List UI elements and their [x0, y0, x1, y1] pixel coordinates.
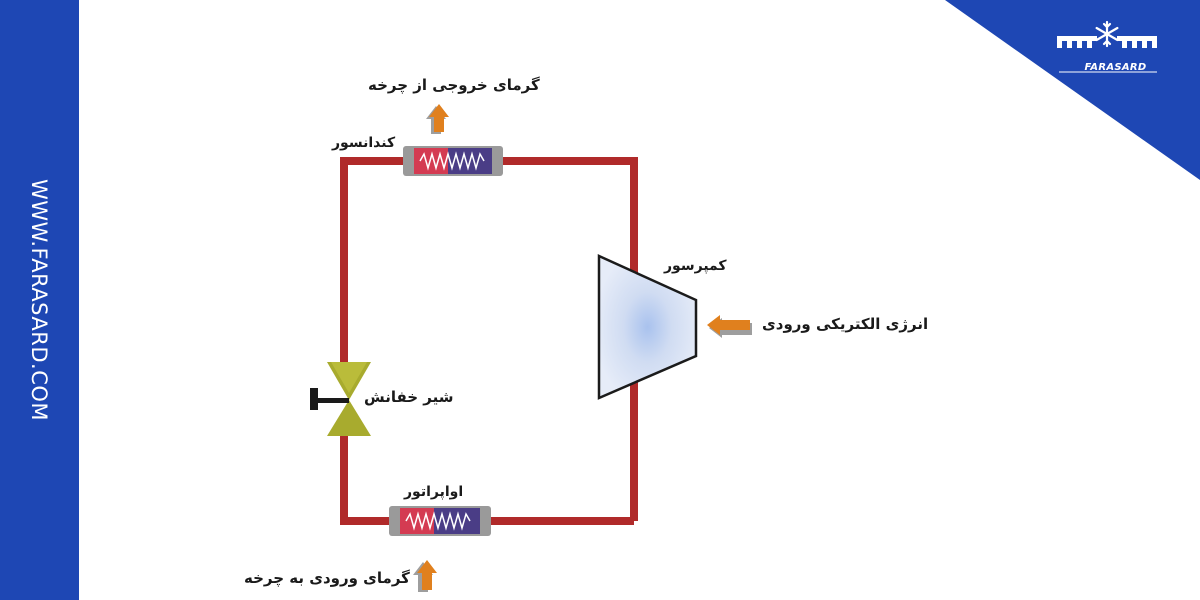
left-brand-band: [0, 0, 79, 600]
expansion-valve: [310, 362, 371, 436]
heat-in-label: گرمای ورودی به چرخه: [244, 569, 410, 587]
logo-wordmark: FARASARD: [1084, 62, 1147, 73]
expansion-valve-label: شیر خفانش: [364, 388, 454, 406]
compressor: [597, 254, 698, 400]
condenser-label: کندانسور: [332, 135, 396, 151]
heat-out-arrow-icon: [426, 104, 449, 134]
condenser: [403, 146, 503, 176]
heat-in-arrow-icon: [413, 560, 437, 592]
compressor-label: کمپرسور: [664, 258, 727, 274]
electric-energy-arrow-icon: [707, 315, 752, 338]
farasard-logo-icon: [1057, 20, 1157, 73]
evaporator-label: اواپراتور: [404, 484, 464, 500]
electric-energy-label: انرژی الکتریکی ورودی: [762, 315, 929, 333]
corner-brand-triangle: [945, 0, 1200, 180]
refrigerant-pipes: [340, 157, 638, 525]
evaporator: [389, 506, 491, 536]
heat-out-label: گرمای خروجی از چرخه: [368, 76, 540, 94]
